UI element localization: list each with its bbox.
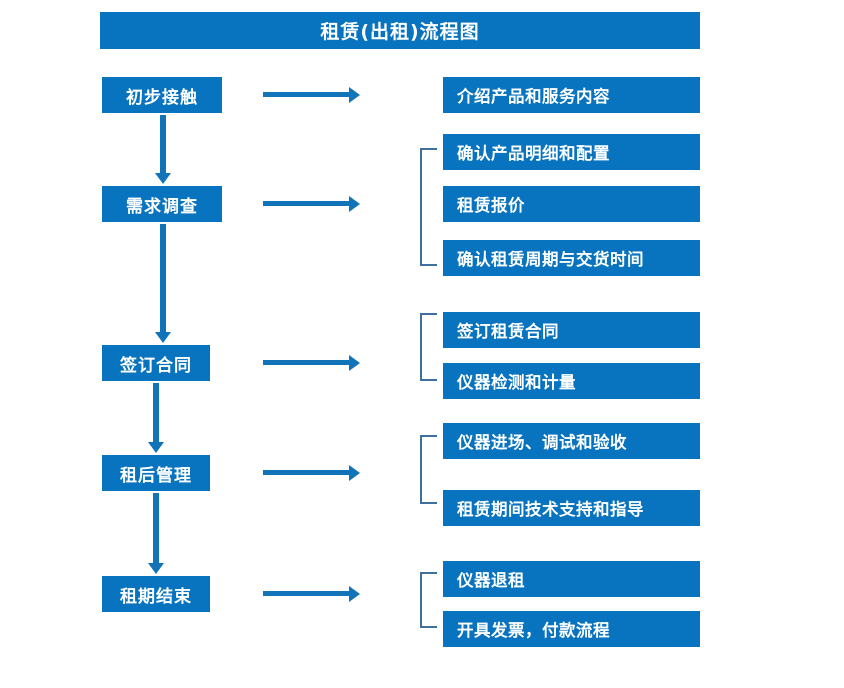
- branch-arrow-right-3: [263, 355, 360, 371]
- stage-box-1[interactable]: 初步接触: [102, 77, 222, 113]
- flow-arrow-down-3: [148, 383, 164, 453]
- detail-box-3[interactable]: 租赁报价: [443, 186, 700, 222]
- group-bracket-1: [420, 148, 437, 266]
- group-bracket-2: [420, 313, 437, 381]
- detail-box-9[interactable]: 仪器退租: [443, 561, 700, 597]
- stage-box-4[interactable]: 租后管理: [102, 455, 210, 491]
- flow-arrow-down-2: [155, 224, 171, 343]
- detail-box-6[interactable]: 仪器检测和计量: [443, 363, 700, 399]
- detail-box-4[interactable]: 确认租赁周期与交货时间: [443, 240, 700, 276]
- detail-box-10[interactable]: 开具发票，付款流程: [443, 611, 700, 647]
- detail-box-5[interactable]: 签订租赁合同: [443, 312, 700, 348]
- detail-box-2[interactable]: 确认产品明细和配置: [443, 134, 700, 170]
- branch-arrow-right-2: [263, 196, 360, 212]
- branch-arrow-right-4: [263, 465, 360, 481]
- stage-box-3[interactable]: 签订合同: [102, 345, 210, 381]
- branch-arrow-right-1: [263, 87, 360, 103]
- page-title: 租赁(出租)流程图: [100, 12, 700, 49]
- stage-box-2[interactable]: 需求调查: [102, 186, 222, 222]
- stage-box-5[interactable]: 租期结束: [102, 576, 210, 612]
- flow-arrow-down-4: [148, 493, 164, 574]
- detail-box-8[interactable]: 租赁期间技术支持和指导: [443, 490, 700, 526]
- branch-arrow-right-5: [263, 586, 360, 602]
- detail-box-7[interactable]: 仪器进场、调试和验收: [443, 423, 700, 459]
- flow-arrow-down-1: [155, 115, 171, 184]
- group-bracket-3: [420, 435, 437, 504]
- group-bracket-4: [420, 572, 437, 628]
- detail-box-1[interactable]: 介绍产品和服务内容: [443, 77, 700, 113]
